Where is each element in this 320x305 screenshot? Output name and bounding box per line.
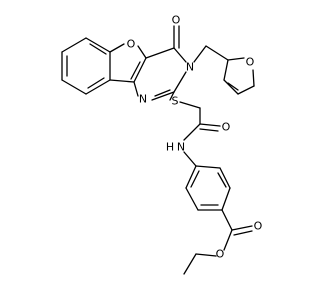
atom-label-n-ring-3: N [186,61,194,74]
atom-label-n-amide: N [177,141,185,154]
bond-double-inner [190,170,200,188]
bond [195,165,221,169]
bond [137,45,147,59]
bond [227,57,245,61]
atom-label-n-ring-1: N [139,93,147,106]
bond-double-inner [154,89,171,97]
bond [233,230,253,236]
bond [237,85,255,95]
bond [173,47,187,63]
atom-label-o-furan-core: O [127,38,136,51]
bond [199,123,221,127]
bond-double-inner [227,82,239,91]
bond [219,167,231,189]
bond [193,45,207,63]
bond [223,59,229,81]
bond [109,43,125,53]
bond-double-inner [89,43,107,55]
atom-label-o-amide: O [222,121,231,134]
bond-double-inner [217,172,227,188]
molecule-structure: O O N O N S O N H O O [61,13,263,275]
bond [183,151,197,167]
atom-label-o-furylmethyl: O [246,56,255,69]
bond [109,79,135,83]
bond [185,165,197,189]
atom-label-o-ester-carbonyl: O [254,220,263,233]
bond [223,79,239,95]
bond [221,187,231,211]
bond [252,69,255,87]
bond-double-inner [87,77,105,89]
bond [133,57,147,83]
bond-double-inner [130,61,141,80]
bond [169,91,175,101]
atom-label-o-ester: O [216,248,225,261]
bond [205,45,229,61]
bond [173,71,187,93]
bond [199,128,219,132]
bond [185,187,199,211]
atom-label-o-carbonyl-top: O [172,14,181,27]
bond [223,229,233,251]
bond [61,37,87,53]
bond [221,209,233,231]
bond [145,47,175,59]
bond [183,123,201,141]
bond [85,79,111,95]
bond [61,79,87,95]
bond [85,37,111,53]
molecule-canvas: O O N O N S O N H O O [61,13,263,275]
atom-labels: O O N O N S O N H O O [127,14,263,261]
bonds [61,25,255,275]
bond [151,91,175,101]
atom-label-s-thioether: S [172,95,179,108]
atom-label-h-amide: H [166,141,174,154]
bond [195,253,217,257]
bond [231,225,253,231]
bond [133,81,139,97]
bond [183,253,197,275]
bond [179,101,201,109]
